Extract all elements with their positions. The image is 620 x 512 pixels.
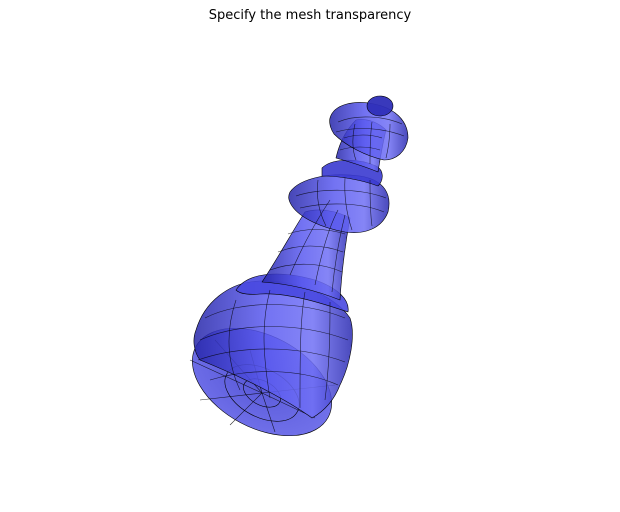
plot-title: Specify the mesh transparency: [208, 8, 412, 23]
mesh-grid-lines: [197, 116, 405, 409]
mesh-finial: [366, 95, 394, 117]
chess-king-mesh: [189, 95, 409, 437]
